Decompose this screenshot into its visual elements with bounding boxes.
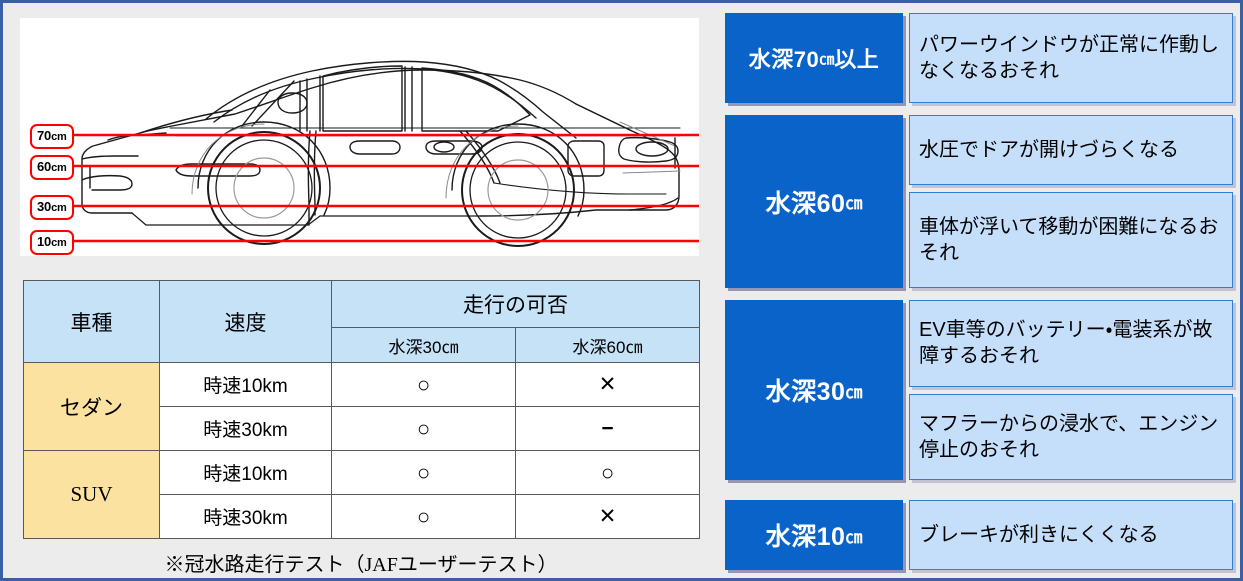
header-drivable: 走行の可否 xyxy=(331,280,700,328)
cell-depth60-result: ✕ xyxy=(515,494,700,539)
cell-speed: 時速10km xyxy=(159,362,332,407)
depth-marker-60cm-value: 60 xyxy=(37,159,52,174)
risk-item: ブレーキが利きにくくなる xyxy=(909,500,1233,570)
depth-marker-30cm-unit: cm xyxy=(51,202,67,214)
cell-vehicle-suv: SUV xyxy=(23,450,160,539)
depth-marker-60cm-unit: cm xyxy=(51,162,67,174)
cell-depth60-result: ○ xyxy=(515,450,700,495)
depth-marker-30cm: 30cm xyxy=(30,195,74,220)
risk-item: マフラーからの浸水で、エンジン停止のおそれ xyxy=(909,393,1233,480)
depth-marker-10cm: 10cm xyxy=(30,230,74,255)
header-vehicle-type: 車種 xyxy=(23,280,160,363)
depth-group-30cm-depth: 水深30 xyxy=(765,378,846,406)
car-diagram-svg xyxy=(20,18,699,256)
table-row: SUV 時速10km ○ ○ xyxy=(23,450,700,539)
table-row: セダン 時速10km ○ ✕ xyxy=(23,362,700,451)
table-header-row-1: 車種 速度 走行の可否 xyxy=(23,280,700,363)
depth-group-70cm-suffix: 以上 xyxy=(834,47,880,72)
drivability-table: 車種 速度 走行の可否 水深30㎝ 水深60㎝ セダン 時速10km ○ ✕ xyxy=(23,280,700,539)
cell-depth60-result: − xyxy=(515,406,700,451)
depth-group-30cm-unit: ㎝ xyxy=(845,382,863,402)
table-footnote: ※冠水路走行テスト（JAFユーザーテスト） xyxy=(164,554,558,576)
depth-group-10cm-risks: ブレーキが利きにくくなる xyxy=(909,500,1233,570)
cell-depth60-result: ✕ xyxy=(515,362,700,407)
cell-depth30-result: ○ xyxy=(331,362,516,407)
cell-depth30-result: ○ xyxy=(331,406,516,451)
depth-group-60cm-risks: 水圧でドアが開けづらくなる 車体が浮いて移動が困難になるおそれ xyxy=(909,115,1233,288)
depth-group-10cm-depth: 水深10 xyxy=(765,523,846,551)
depth-marker-70cm-unit: cm xyxy=(51,131,67,143)
depth-group-60cm-unit: ㎝ xyxy=(845,194,863,213)
table-row: 時速30km ○ − xyxy=(24,406,700,451)
risk-item: EV車等のバッテリー・電装系が故障するおそれ xyxy=(909,300,1233,387)
depth-marker-10cm-value: 10 xyxy=(37,234,52,249)
left-column: 70cm 60cm 30cm 10cm xyxy=(20,18,710,576)
depth-marker-70cm: 70cm xyxy=(30,124,74,149)
depth-group-30cm-risks: EV車等のバッテリー・電装系が故障するおそれ マフラーからの浸水で、エンジン停止… xyxy=(909,300,1233,480)
table-row: 時速30km ○ ✕ xyxy=(24,494,700,539)
risk-item: 車体が浮いて移動が困難になるおそれ xyxy=(909,192,1233,288)
depth-group-70cm-depth: 水深70 xyxy=(748,47,820,72)
risk-item: パワーウインドウが正常に作動しなくなるおそれ xyxy=(909,13,1233,103)
cell-speed: 時速30km xyxy=(159,406,332,451)
depth-group-60cm-depth: 水深60 xyxy=(765,189,846,218)
header-depth-60cm: 水深60㎝ xyxy=(515,327,700,363)
header-speed: 速度 xyxy=(159,280,332,363)
drivability-table-wrapper: 車種 速度 走行の可否 水深30㎝ 水深60㎝ セダン 時速10km ○ ✕ xyxy=(23,280,700,577)
header-depth-30cm: 水深30㎝ xyxy=(331,327,516,363)
depth-marker-60cm: 60cm xyxy=(30,155,74,180)
depth-marker-10cm-unit: cm xyxy=(51,237,67,249)
cell-speed: 時速30km xyxy=(159,494,332,539)
depth-group-70cm-unit: ㎝ xyxy=(819,50,835,68)
depth-group-10cm-unit: ㎝ xyxy=(845,527,863,547)
cell-depth30-result: ○ xyxy=(331,450,516,495)
depth-marker-30cm-value: 30 xyxy=(37,199,52,214)
cell-vehicle-sedan: セダン xyxy=(23,362,160,451)
cell-speed: 時速10km xyxy=(159,450,332,495)
depth-group-70cm-risks: パワーウインドウが正常に作動しなくなるおそれ xyxy=(909,13,1233,103)
car-illustration-panel: 70cm 60cm 30cm 10cm xyxy=(20,18,699,256)
risk-item: 水圧でドアが開けづらくなる xyxy=(909,115,1233,185)
cell-depth30-result: ○ xyxy=(331,494,516,539)
depth-marker-70cm-value: 70 xyxy=(37,128,52,143)
